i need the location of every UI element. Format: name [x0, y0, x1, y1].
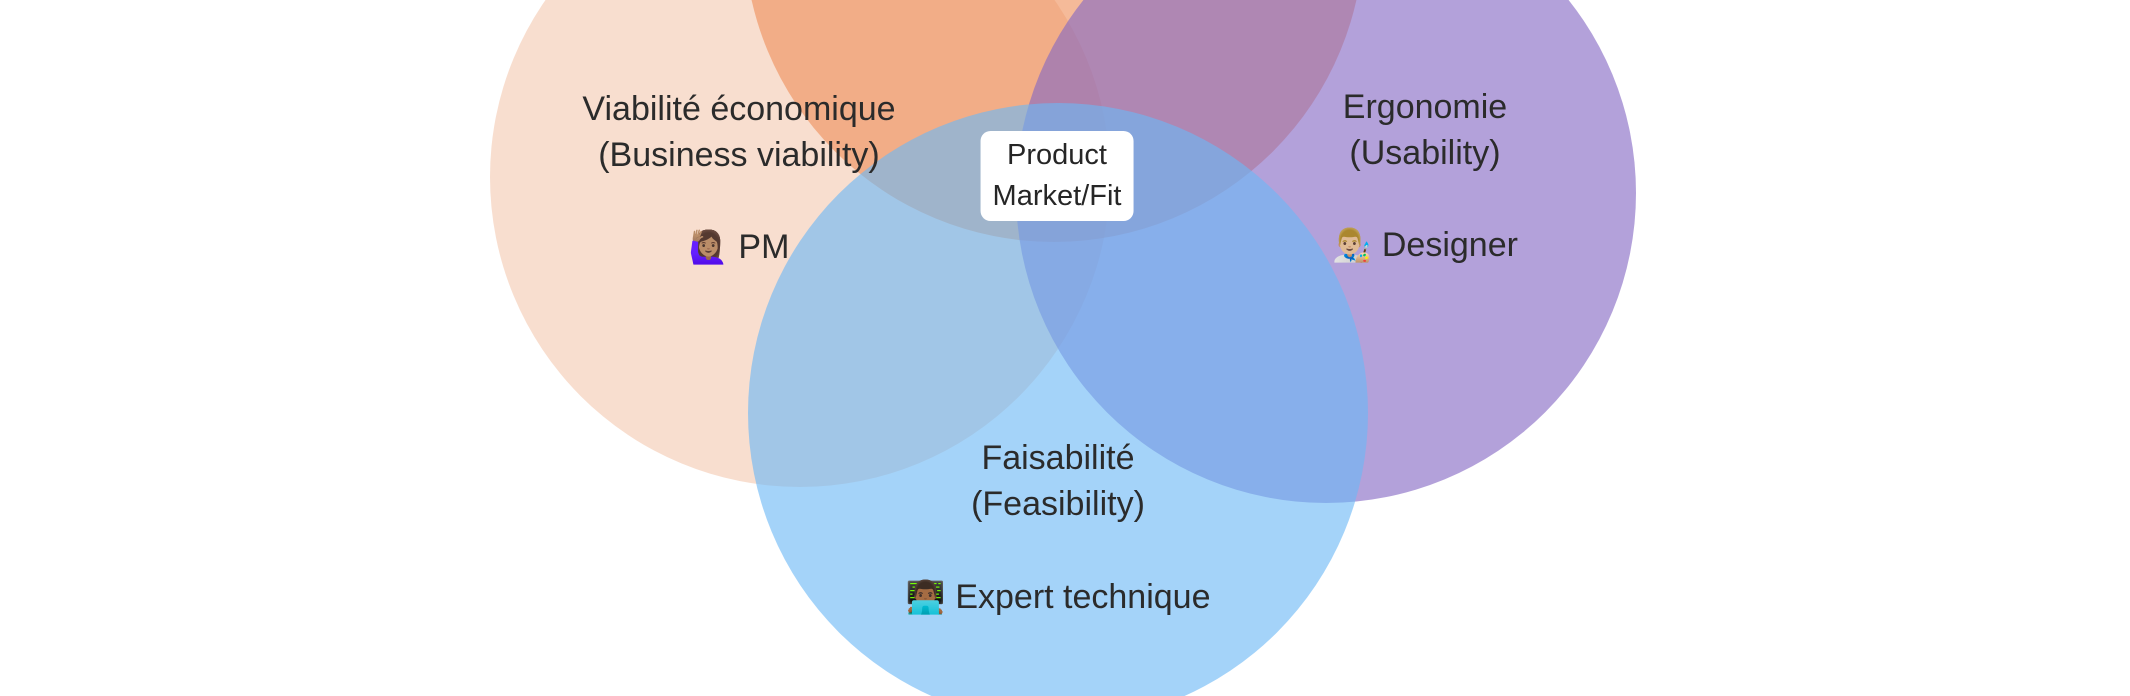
usability-label: Ergonomie (Usability) [1343, 84, 1507, 176]
feasibility-label: Faisabilité (Feasibility) [971, 435, 1145, 527]
technologist-icon: 👨🏾‍💻 [905, 578, 946, 616]
business-viability-subtitle: (Business viability) [598, 136, 880, 174]
role-pm: 🙋🏽‍♀️ PM [689, 224, 790, 270]
role-designer-label: Designer [1381, 226, 1518, 264]
role-pm-label: PM [738, 228, 790, 266]
business-viability-title: Viabilité économique [582, 90, 896, 128]
role-designer: 👨🏼‍🎨 Designer [1332, 222, 1518, 268]
role-tech-label: Expert technique [955, 578, 1211, 616]
pmf-line2: Market/Fit [992, 180, 1122, 212]
raising-hand-woman-icon: 🙋🏽‍♀️ [688, 228, 729, 266]
usability-subtitle: (Usability) [1349, 134, 1501, 172]
business-viability-label: Viabilité économique (Business viability… [582, 86, 895, 178]
role-tech: 👨🏾‍💻 Expert technique [905, 574, 1210, 620]
feasibility-subtitle: (Feasibility) [971, 485, 1145, 523]
feasibility-title: Faisabilité [981, 439, 1135, 477]
feasibility-circle [748, 103, 1368, 696]
product-market-fit-badge: Product Market/Fit [980, 131, 1134, 221]
pmf-line1: Product [1007, 139, 1107, 171]
usability-title: Ergonomie [1342, 88, 1508, 126]
artist-icon: 👨🏼‍🎨 [1332, 226, 1372, 264]
